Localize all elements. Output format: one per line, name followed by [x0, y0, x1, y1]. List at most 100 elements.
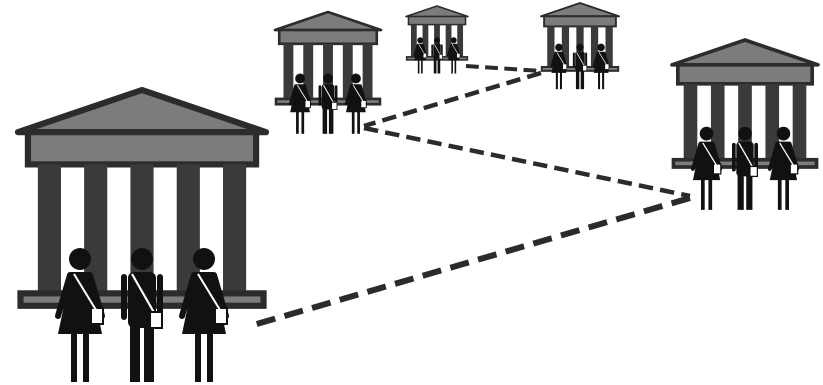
leg	[746, 175, 753, 210]
head	[699, 126, 714, 141]
column	[683, 83, 698, 160]
leg	[322, 108, 328, 134]
bag-icon	[789, 163, 799, 175]
dashed-link-building-right-to-building-large	[249, 195, 691, 329]
leg	[451, 59, 453, 74]
head	[555, 43, 563, 52]
column	[445, 24, 452, 57]
bag-strap	[598, 52, 607, 65]
head	[193, 248, 215, 270]
arm	[754, 142, 759, 172]
building-small-far	[405, 5, 469, 74]
bag-icon	[90, 307, 104, 325]
arm	[592, 51, 599, 68]
arm	[344, 84, 353, 106]
arm	[446, 43, 452, 57]
leg	[71, 332, 77, 382]
bag-strap	[197, 273, 221, 311]
bag-strap	[702, 142, 718, 166]
bag-icon	[562, 63, 568, 70]
head	[417, 37, 424, 44]
leg	[602, 72, 605, 90]
woman-icon	[413, 37, 428, 74]
column	[792, 83, 807, 160]
leg	[785, 178, 790, 210]
bag-strap	[738, 142, 755, 170]
entablature	[543, 15, 617, 28]
head	[738, 126, 752, 141]
woman-icon	[344, 73, 368, 134]
column	[457, 24, 464, 57]
woman-icon	[691, 126, 723, 210]
arm	[121, 274, 127, 320]
woman-icon	[767, 126, 799, 210]
column	[738, 83, 752, 160]
column	[362, 43, 373, 99]
leg	[708, 178, 713, 210]
leg	[207, 332, 213, 382]
arm	[691, 141, 703, 171]
column	[547, 26, 555, 67]
arm	[179, 272, 197, 319]
people-group	[413, 37, 461, 74]
arm	[585, 52, 588, 69]
head	[295, 73, 306, 84]
entablature	[676, 62, 814, 86]
woman-icon	[550, 43, 568, 90]
roof	[670, 38, 820, 67]
leg	[598, 72, 601, 90]
arm	[431, 44, 433, 57]
leg	[351, 111, 355, 134]
bag-strap	[418, 44, 425, 55]
leg	[301, 111, 305, 134]
leg	[421, 59, 423, 74]
bag-strap	[576, 52, 586, 67]
leg	[700, 178, 705, 210]
people-group	[55, 248, 229, 382]
roof	[273, 10, 383, 32]
bag-icon	[582, 65, 588, 72]
column	[561, 26, 570, 67]
bag-icon	[331, 101, 338, 110]
bag-strap	[73, 273, 97, 311]
leg	[580, 70, 585, 90]
column	[342, 43, 353, 99]
column	[37, 164, 61, 294]
bag-icon	[712, 163, 722, 175]
arm	[334, 85, 338, 106]
roof	[540, 2, 620, 18]
head	[69, 248, 91, 270]
leg	[417, 59, 420, 74]
entablature	[407, 15, 467, 26]
bag-strap	[131, 273, 157, 317]
leg	[296, 111, 299, 134]
leg	[433, 58, 437, 74]
column	[710, 83, 725, 160]
entablature	[24, 129, 260, 168]
column	[765, 83, 780, 160]
arm	[572, 52, 575, 69]
bag-icon	[304, 100, 311, 109]
leg	[437, 58, 441, 74]
torso	[736, 141, 754, 177]
leg	[328, 108, 334, 134]
arm	[288, 84, 297, 106]
head	[597, 43, 605, 52]
leg	[737, 175, 744, 210]
man-icon	[731, 126, 759, 210]
column	[303, 43, 314, 99]
bag-icon	[749, 165, 759, 178]
bag-strap	[352, 84, 364, 102]
bag-strap	[556, 52, 565, 65]
dashed-link-building-small-far-to-building-small-right	[465, 64, 542, 73]
woman-icon	[446, 37, 461, 74]
bag-strap	[297, 84, 308, 102]
head	[576, 43, 584, 52]
entablature	[277, 28, 379, 46]
arm	[413, 43, 419, 57]
leg	[575, 70, 580, 90]
man-icon	[572, 43, 588, 90]
bag-icon	[149, 311, 163, 329]
bag-strap	[451, 44, 459, 55]
